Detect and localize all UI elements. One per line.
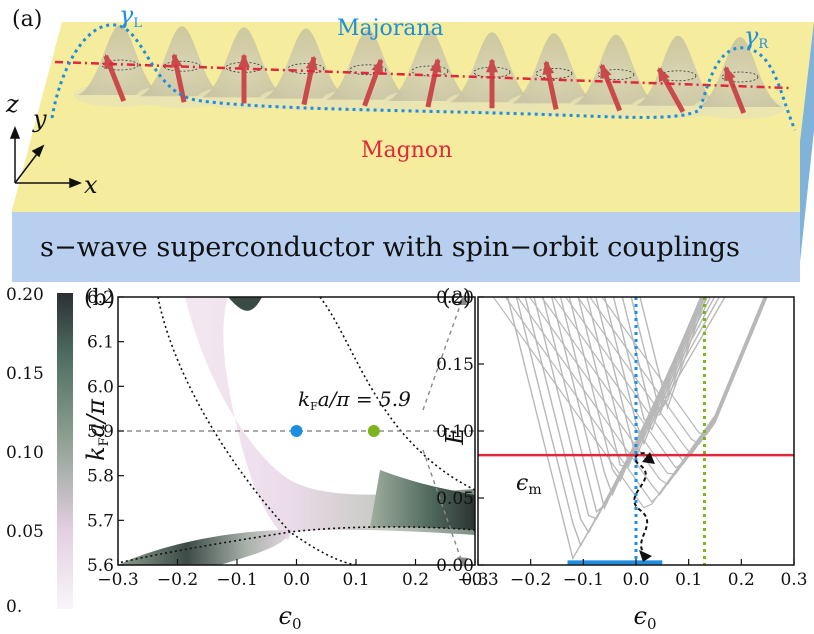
energy-band <box>577 297 702 468</box>
panel-c-label: (c) <box>442 286 472 311</box>
magnon-line <box>54 60 791 90</box>
axis-z-label: z <box>5 90 19 118</box>
y-tick-label: 0.15 <box>436 355 474 375</box>
y-tick-label: 5.6 <box>87 556 114 576</box>
colorbar-tick: 0.15 <box>6 364 44 384</box>
panel-b-label: (b) <box>84 286 115 311</box>
y-tick-label: 0.00 <box>436 556 474 576</box>
connector-arrowhead <box>457 557 468 567</box>
x-tick-label: 0.3 <box>780 570 807 590</box>
majorana-wavefunction <box>50 23 797 131</box>
x-tick-label: 0.2 <box>402 570 429 590</box>
gamma-right-label: γR <box>744 22 769 52</box>
x-tick-label: 0.1 <box>342 570 369 590</box>
phase-boundary <box>118 526 475 564</box>
energy-band <box>612 297 703 431</box>
y-tick-label: 6.1 <box>87 333 114 353</box>
axis-x-label: x <box>84 171 98 199</box>
spin-arrowhead <box>238 53 250 68</box>
spin-arrowhead <box>170 53 183 68</box>
colorbar-tick: 0.05 <box>6 522 44 542</box>
panel-b-annotation: kFa/π = 5.9 <box>298 387 411 413</box>
y-tick-label: 5.8 <box>87 467 114 487</box>
panel-a: (a) Majorana Magnon γL γR x y z s−wave s… <box>5 1 814 282</box>
y-tick-label: 5.9 <box>87 422 114 442</box>
spin-arrowhead <box>104 53 116 70</box>
heatmap-region-bottom <box>118 530 290 565</box>
energy-band <box>603 297 703 446</box>
phase-boundary <box>319 297 475 491</box>
substrate-front-band <box>12 212 800 282</box>
spin-arrowhead <box>542 60 555 76</box>
x-tick-label: 0.1 <box>675 570 702 590</box>
x-tick-label: −0.2 <box>157 570 198 590</box>
spin-sites <box>74 25 786 119</box>
energy-band <box>595 297 702 461</box>
x-tick-label: −0.2 <box>510 570 551 590</box>
heatmap-band <box>185 297 475 540</box>
x-tick-label: −0.3 <box>97 570 138 590</box>
connector-arrowhead <box>457 295 467 305</box>
epsilon-m-label: ϵm <box>516 471 542 498</box>
transition-wavy-arrow <box>633 452 649 557</box>
majorana-label: Majorana <box>337 16 444 41</box>
x-tick-label: −0.3 <box>457 570 498 590</box>
colorbar-tick: 0.10 <box>6 443 44 463</box>
transition-arrowhead-up <box>642 452 655 464</box>
panel-c-xlabel: ϵ0 <box>634 602 657 633</box>
coordinate-axes <box>9 125 83 189</box>
x-tick-label: −0.1 <box>216 570 257 590</box>
y-tick-label: 5.7 <box>87 511 114 531</box>
y-tick-label: 0.05 <box>436 489 474 509</box>
energy-band <box>621 297 704 416</box>
marker-point <box>290 425 303 437</box>
spin-arrowhead <box>658 67 670 83</box>
spin-arrowhead <box>724 65 736 82</box>
colorbar: 0.20 0.15 0.10 0.05 0. <box>6 285 73 617</box>
energy-band <box>601 297 768 435</box>
x-tick-label: 0.3 <box>461 570 488 590</box>
x-tick-label: 0.0 <box>622 570 649 590</box>
y-tick-label: 0.10 <box>436 422 474 442</box>
panel-b-xlabel: ϵ0 <box>279 602 302 633</box>
zoom-connectors <box>422 299 463 563</box>
y-tick-label: 0.20 <box>436 288 474 308</box>
spin-arrowhead <box>429 57 442 73</box>
x-tick-label: 0.2 <box>728 570 755 590</box>
y-tick-label: 6.2 <box>87 288 114 308</box>
panel-a-label: (a) <box>12 7 42 32</box>
spin-site <box>446 32 538 115</box>
panel-b-ylabel: kFa/π <box>82 398 112 461</box>
spin-arrowhead <box>600 63 612 79</box>
colorbar-gradient <box>57 293 73 609</box>
substrate-caption: s−wave superconductor with spin−orbit co… <box>40 232 740 263</box>
panel-b: −0.3 −0.2 −0.1 0.0 0.1 0.2 0.3 5.6 5.7 5.8 5.9 6.0 6… <box>82 286 489 633</box>
colorbar-tick: 0.20 <box>6 285 44 305</box>
heatmap-region-right <box>370 470 475 530</box>
transition-arrowhead-down <box>639 550 652 562</box>
substrate-right-side <box>800 22 814 212</box>
colorbar-tick: 0. <box>6 597 22 617</box>
spin-arrowhead <box>486 58 498 73</box>
magnon-label: Magnon <box>361 138 452 163</box>
marker-point <box>367 425 380 437</box>
x-tick-label: 0.0 <box>283 570 310 590</box>
gamma-left-label: γL <box>119 1 142 31</box>
x-tick-label: −0.1 <box>563 570 604 590</box>
energy-band <box>559 297 704 497</box>
spin-site <box>694 37 786 119</box>
axis-y-label: y <box>32 105 47 133</box>
phase-boundary <box>157 297 361 565</box>
spin-site <box>74 25 166 107</box>
heatmap-region <box>320 297 475 490</box>
y-tick-label: 6.0 <box>87 377 114 397</box>
spin-arrowhead <box>371 58 383 74</box>
energy-band <box>630 297 706 413</box>
panel-c-ylabel: E <box>441 427 469 446</box>
spin-arrowhead <box>305 55 318 71</box>
heatmap-region-top <box>228 297 262 311</box>
